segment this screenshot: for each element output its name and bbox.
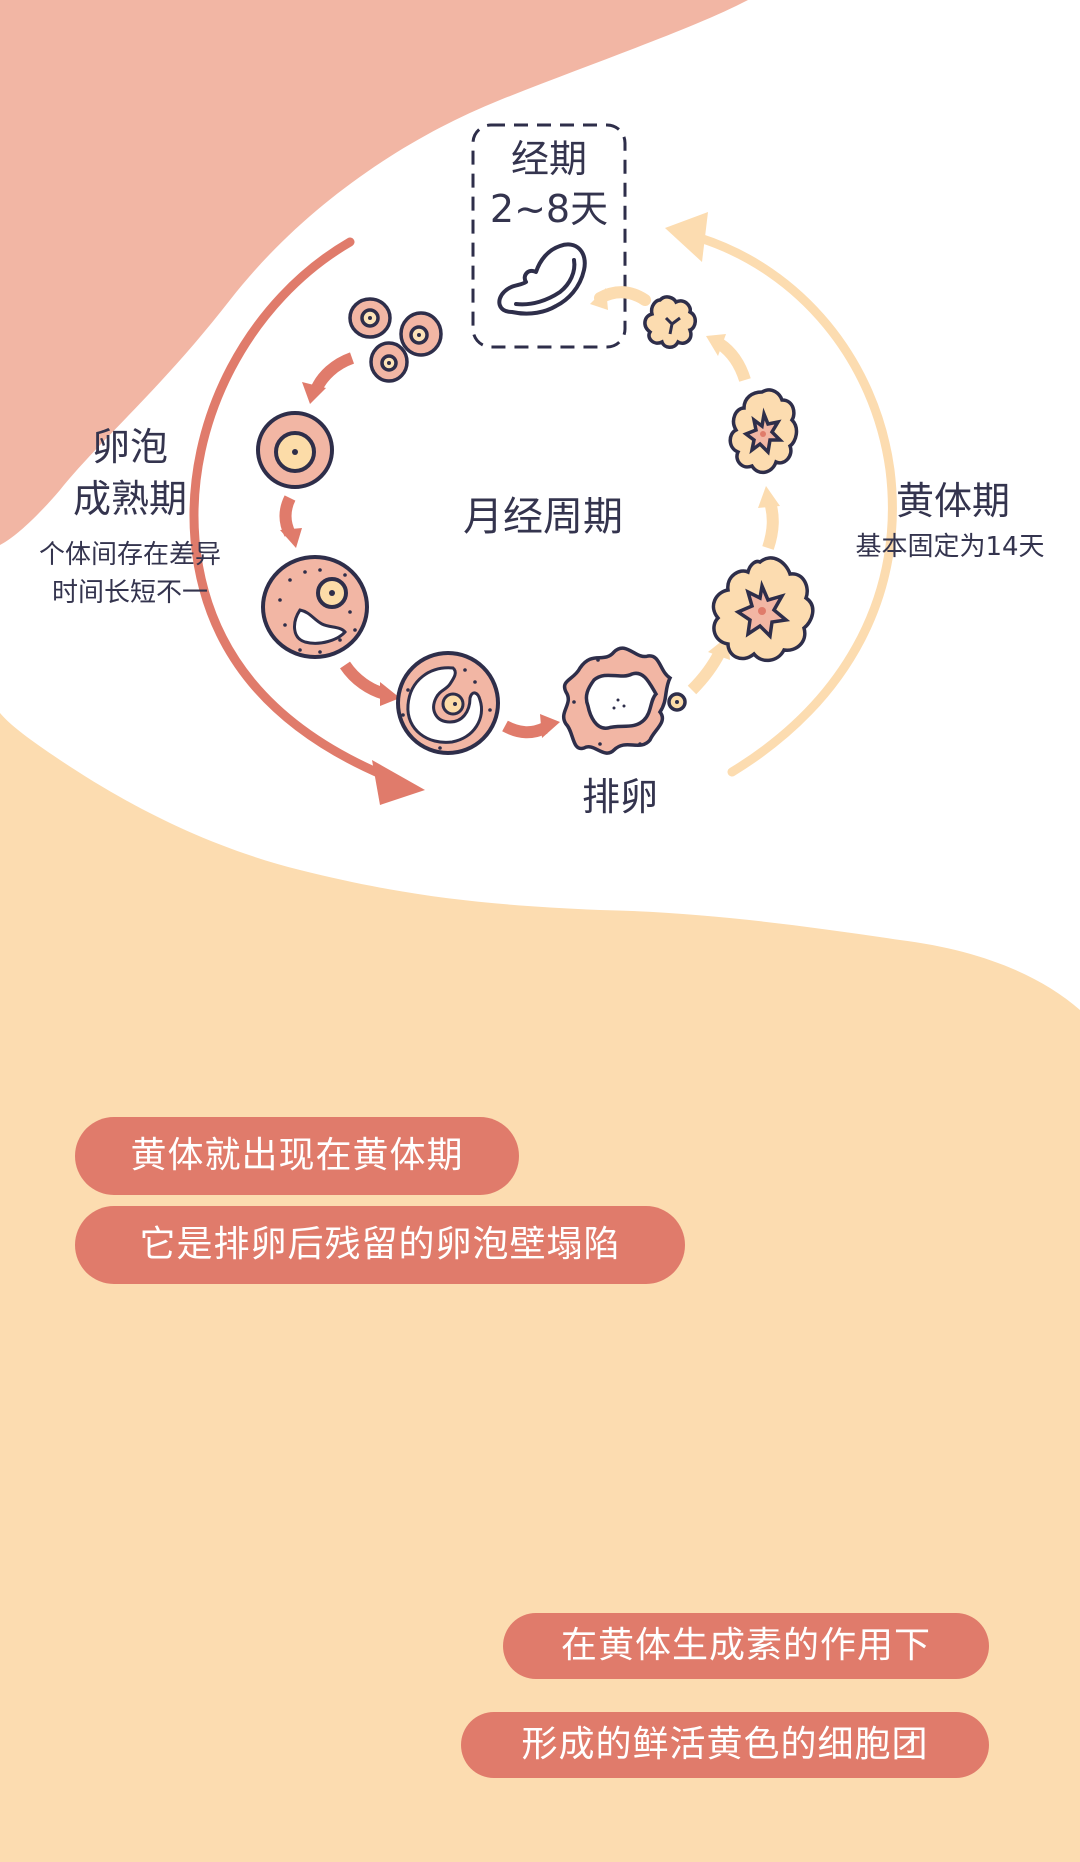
follicular-phase-note-line1: 个体间存在差异 <box>38 540 221 570</box>
primary-follicle <box>256 411 334 489</box>
stage-arrow-8-head <box>590 288 608 310</box>
luteal-phase-title: 黄体期 <box>895 479 1010 523</box>
stage-arrow-4 <box>502 720 548 739</box>
primordial-follicles <box>348 297 443 383</box>
stage-arrow-6-head <box>758 486 780 508</box>
stage-arrow-2-head <box>280 528 302 548</box>
stage-arrow-3-head <box>380 682 400 706</box>
cycle-center-title: 月经周期 <box>463 494 623 540</box>
caption-bubble-2: 它是排卵后残留的卵泡壁塌陷 <box>75 1206 685 1284</box>
secondary-follicle <box>261 555 369 659</box>
follicular-phase-title-line1: 卵泡 <box>91 425 168 469</box>
luteal-phase-arrow <box>665 212 897 777</box>
ovulation-label: 排卵 <box>581 775 658 819</box>
mature-follicle <box>396 651 500 755</box>
stage-arrow-3 <box>340 661 387 700</box>
menstruation-duration: 2~8天 <box>489 187 609 231</box>
follicular-phase-arrow <box>189 237 425 805</box>
follicular-phase-title-line2: 成熟期 <box>72 477 187 521</box>
corpus-luteum-large <box>711 556 815 663</box>
caption-bubble-1: 黄体就出现在黄体期 <box>75 1117 519 1195</box>
stage-arrow-7 <box>716 339 751 382</box>
stage-arrow-5 <box>687 649 726 695</box>
stage-arrow-6 <box>762 500 779 550</box>
luteal-phase-note: 基本固定为14天 <box>855 532 1045 562</box>
stage-arrow-4-head <box>540 714 560 738</box>
menstruation-title: 经期 <box>510 137 587 181</box>
menstruation-box <box>471 123 627 349</box>
follicular-phase-note-line2: 时间长短不一 <box>51 578 208 608</box>
caption-bubble-3: 在黄体生成素的作用下 <box>503 1613 989 1679</box>
stage-arrow-1-head <box>302 382 326 404</box>
stage-arrow-1 <box>310 352 355 393</box>
stage-arrow-2 <box>279 495 296 537</box>
pink-corner-region <box>0 0 748 545</box>
stage-arrow-7-head <box>706 334 726 356</box>
corpus-albicans <box>643 295 697 349</box>
sanitary-pad-icon <box>497 242 587 316</box>
ruptured-follicle <box>562 646 687 755</box>
corpus-luteum-small <box>728 388 799 475</box>
caption-bubble-4: 形成的鲜活黄色的细胞团 <box>461 1712 989 1778</box>
